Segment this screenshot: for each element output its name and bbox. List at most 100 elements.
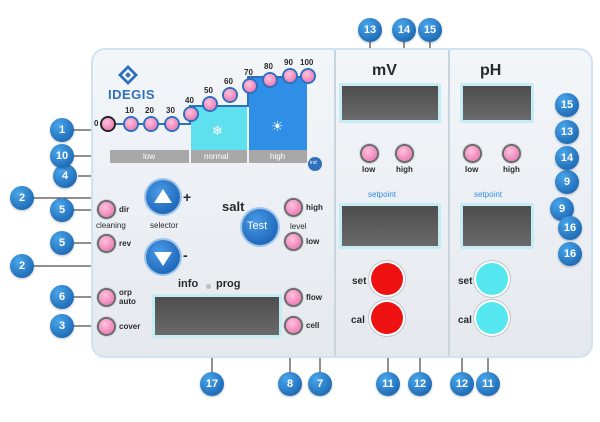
info-prog-separator-dot [206,284,211,289]
scale-dot-80 [264,74,276,86]
callout-13-mv: 13 [358,18,382,42]
level-high-led [286,200,301,215]
rev-led [99,236,114,251]
idegis-logo-icon [118,65,138,85]
mv-cal-label: cal [351,315,365,326]
mv-low-label: low [362,165,376,174]
scale-zone-low-label: low [143,152,156,161]
panel-divider-mv [334,50,336,356]
info-label: info [178,278,199,290]
test-button[interactable]: Test [242,209,278,245]
mv-setpoint-display [339,203,441,249]
brand-name: IDEGIS [108,87,156,102]
cover-led [99,319,114,334]
orp-auto-label: orp auto [119,288,136,306]
scale-dot-30 [166,118,178,130]
scale-zone-high-label: high [270,152,286,161]
cleaning-label: cleaning [96,221,126,230]
scale-dot-20 [145,118,157,130]
rev-label: rev [119,239,132,248]
arrow-up-icon [154,189,172,203]
level-high-label: high [306,203,323,212]
ph-title: pH [480,62,502,79]
cell-label: cell [306,321,320,330]
ph-set-button[interactable] [476,263,508,295]
callout-16-ph: 16 [558,216,582,240]
callout-2-up: 2 [10,186,34,210]
scale-label-10: 10 [125,106,134,115]
callout-15-mv: 15 [418,18,442,42]
callout-16-mv: 16 [558,242,582,266]
scale-label-80: 80 [264,62,273,71]
callout-17: 17 [200,372,224,396]
mv-cal-button[interactable] [371,302,403,334]
ind-label: ind [310,160,317,166]
callout-10: 10 [50,144,74,168]
mv-setpoint-label: setpoint [368,190,397,199]
callout-5-dir: 5 [50,198,74,222]
selector-up-button[interactable] [146,180,180,214]
ph-high-led [504,146,519,161]
dir-led [99,202,114,217]
arrow-down-icon [154,252,172,266]
mv-set-button[interactable] [371,263,403,295]
scale-label-30: 30 [166,106,175,115]
selector-down-button[interactable] [146,240,180,274]
selector-label: selector [150,221,179,230]
ph-set-label: set [458,276,473,287]
mv-high-led [397,146,412,161]
info-display [152,294,282,338]
ind-indicator [308,157,322,171]
scale-dot-70 [244,80,256,92]
ph-cal-button[interactable] [476,302,508,334]
level-label: level [290,222,307,231]
scale-label-0: 0 [94,119,99,128]
scale-zone-high-footer [249,150,307,163]
scale-label-90: 90 [284,58,293,67]
dir-label: dir [119,205,130,214]
snowflake-icon: ❄ [212,123,223,138]
ph-display [460,83,534,123]
cover-label: cover [119,322,141,331]
flow-led [286,290,301,305]
scale-zone-low [110,150,189,163]
callout-8: 8 [278,372,302,396]
scale-zone-normal-label: normal [204,152,229,161]
level-low-label: low [306,237,320,246]
callout-6: 6 [50,285,74,309]
selector-minus-label: - [183,247,188,263]
panel-divider-ph [448,50,450,356]
mv-display [339,83,441,123]
callout-4: 4 [53,164,77,188]
scale-label-40: 40 [185,96,194,105]
ph-setpoint-label: setpoint [474,190,503,199]
selector-plus-label: + [183,189,192,205]
mv-title: mV [372,62,397,79]
ph-low-label: low [465,165,479,174]
scale-dot-40 [185,108,197,120]
callout-14-ph: 14 [555,146,579,170]
callout-13-ph: 13 [555,120,579,144]
ph-cal-label: cal [458,315,472,326]
prog-label: prog [216,278,241,290]
scale-dot-10 [125,118,137,130]
callout-9-top: 9 [555,170,579,194]
scale-dot-0 [102,118,114,130]
scale-zone-normal-footer [191,150,247,163]
sun-icon: ☀ [271,118,284,134]
mv-set-label: set [352,276,367,287]
callout-14-mv: 14 [392,18,416,42]
callout-12-mv: 12 [408,372,432,396]
cell-led [286,318,301,333]
level-low-led [286,234,301,249]
ph-low-led [465,146,480,161]
scale-dot-60 [224,89,236,101]
callout-12-ph: 12 [450,372,474,396]
scale-dot-90 [284,70,296,82]
scale-dot-50 [204,98,216,110]
test-button-label: Test [247,220,268,232]
scale-dot-100 [302,70,314,82]
callout-1: 1 [50,118,74,142]
salt-label: salt [222,199,245,214]
